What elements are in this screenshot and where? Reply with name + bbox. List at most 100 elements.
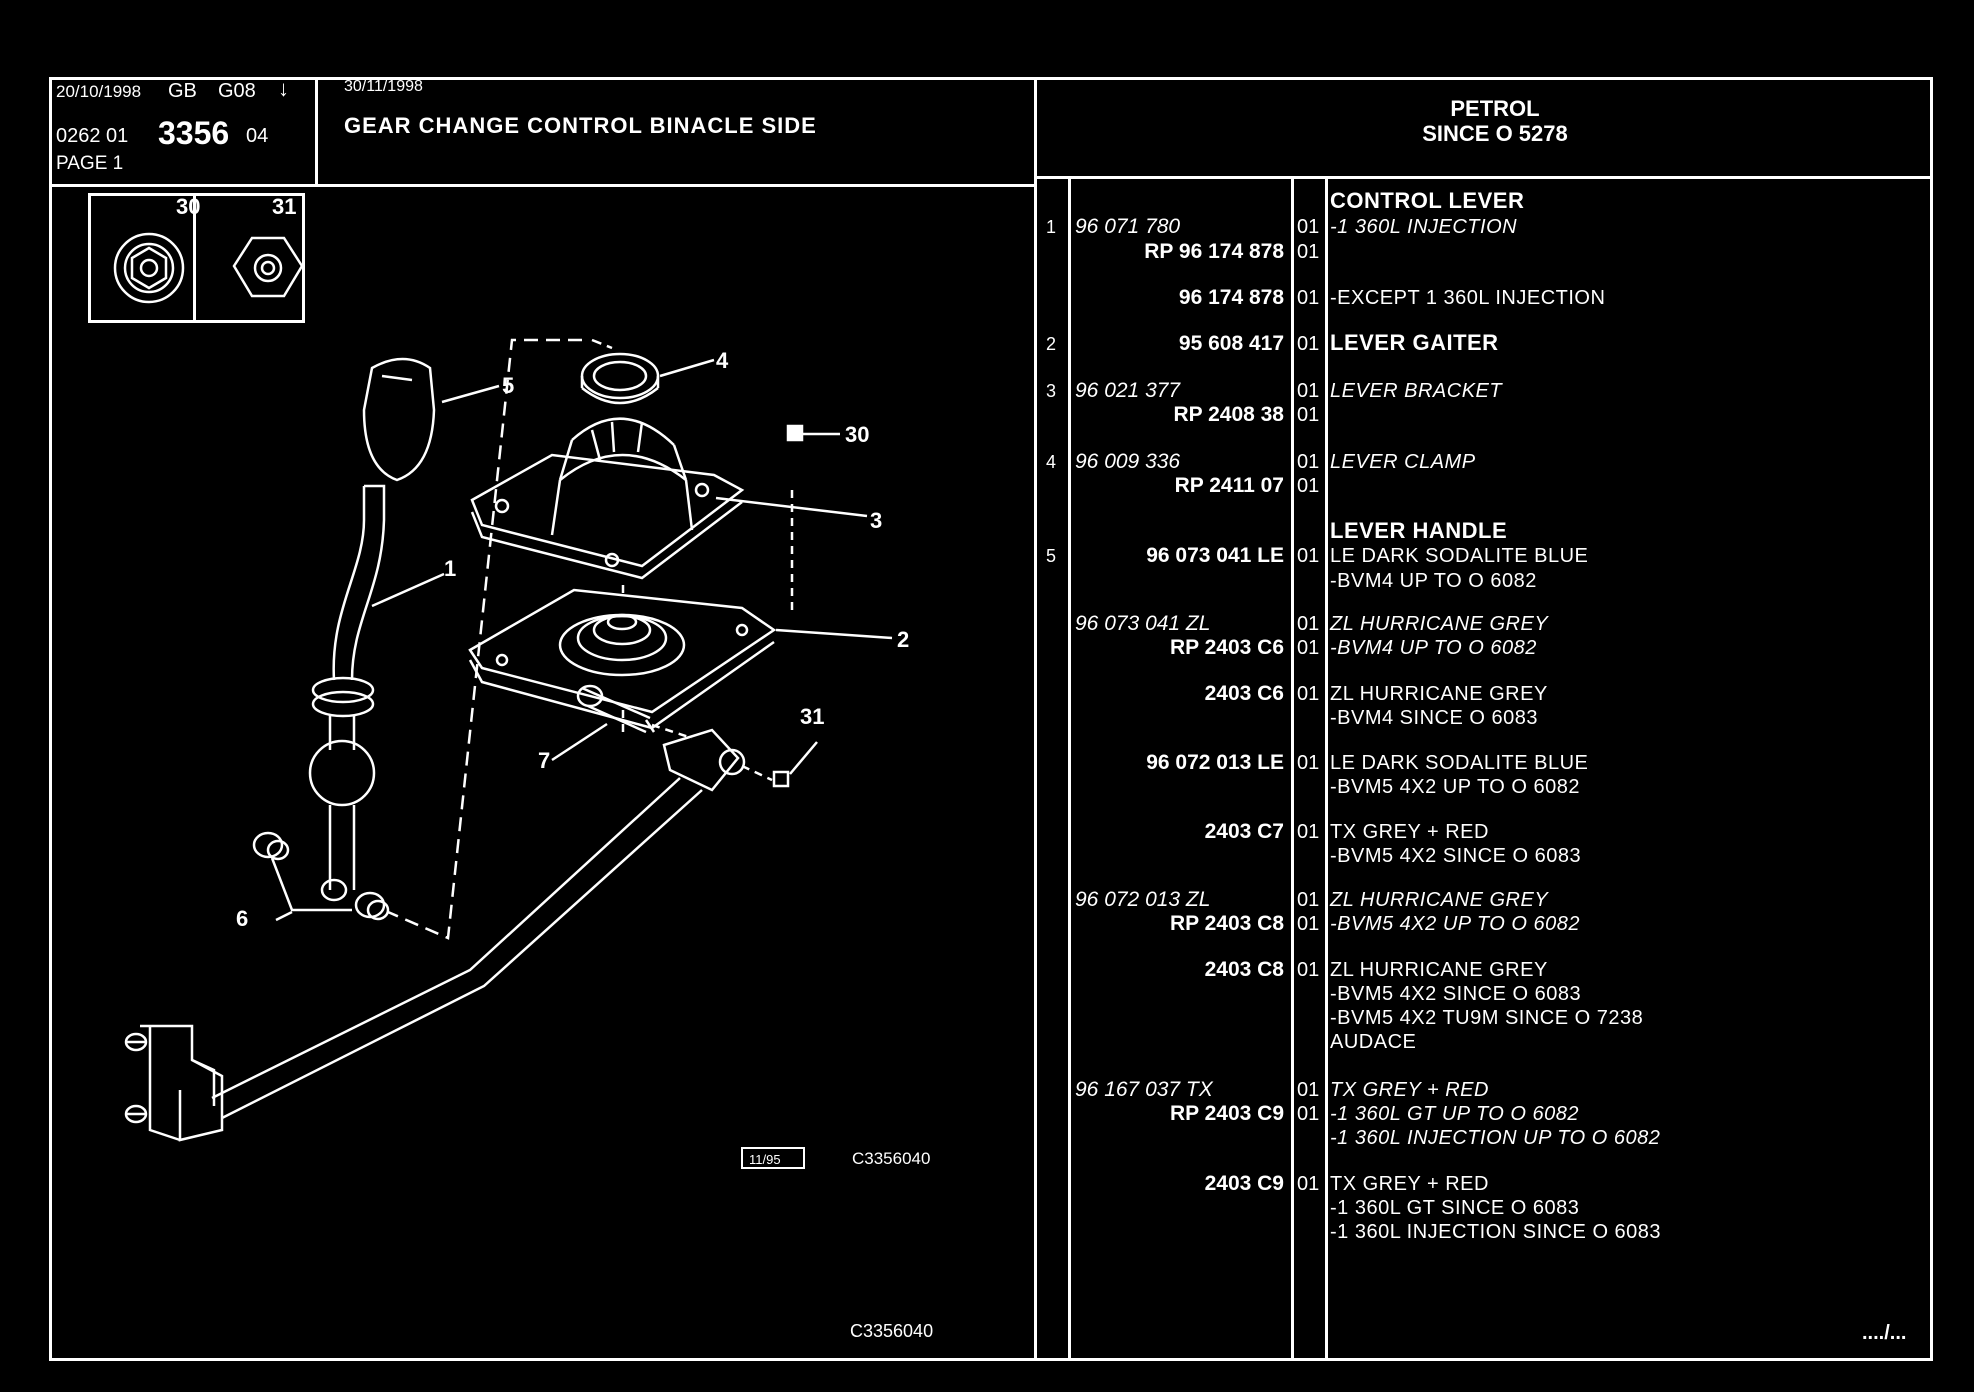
part-number: 2403 C6 [1204, 682, 1284, 705]
part-number: RP 2403 C8 [1169, 912, 1284, 935]
part-quantity: 01 [1297, 821, 1320, 843]
gaiter-2-icon [468, 588, 777, 730]
end-bracket-icon [124, 1024, 224, 1142]
part-ref-number: 3 [1046, 381, 1057, 401]
header-divider-left [315, 77, 318, 185]
part-description: -1 360L INJECTION UP TO O 6082 [1330, 1127, 1661, 1149]
part-quantity: 01 [1297, 241, 1320, 263]
part-description: ZL HURRICANE GREY [1330, 683, 1548, 705]
part-number: RP 2403 C9 [1169, 1102, 1284, 1125]
part-ref-number: 5 [1046, 546, 1057, 566]
header-date2: 30/11/1998 [344, 78, 423, 95]
main-divider [1034, 77, 1037, 1361]
part-description: -1 360L GT UP TO O 6082 [1330, 1103, 1580, 1125]
leader-7 [551, 722, 608, 762]
part-31-hexnut-icon [232, 236, 304, 298]
part-number: RP 96 174 878 [1144, 240, 1284, 263]
bracket-3-icon [470, 417, 745, 580]
small-part-box-31 [193, 193, 305, 323]
header-engine: PETROL [1450, 96, 1540, 121]
header-page: PAGE 1 [56, 153, 124, 174]
part-quantity: 01 [1297, 545, 1320, 567]
callout-2: 2 [897, 627, 909, 652]
leader-31 [789, 741, 818, 775]
part-quantity: 01 [1297, 683, 1320, 705]
callout-30: 30 [845, 422, 869, 447]
leader-1 [371, 572, 445, 608]
callout-31: 31 [800, 704, 824, 729]
ref-code: C3356040 [852, 1149, 930, 1168]
part-description: AUDACE [1330, 1031, 1417, 1053]
part-description: -1 360L INJECTION [1330, 216, 1518, 238]
part-number: 2403 C8 [1204, 958, 1284, 981]
page-frame [49, 77, 1933, 1361]
part-description: LEVER GAITER [1330, 330, 1499, 355]
part-quantity: 01 [1297, 637, 1320, 659]
header-group: G08 [218, 80, 256, 102]
part-number: 96 167 037 TX [1075, 1078, 1213, 1101]
part-description: -BVM5 4X2 TU9M SINCE O 7238 [1330, 1007, 1644, 1029]
part-number: 96 174 878 [1178, 286, 1284, 309]
header-code-main: 3356 [158, 115, 230, 151]
part-quantity: 01 [1297, 913, 1320, 935]
exploded-parts-diagram: 30 31 5 1 4 30 3 2 7 31 6 11/95 C3356040… [113, 194, 933, 1341]
part-description: -BVM5 4X2 SINCE O 6083 [1330, 983, 1582, 1005]
part-quantity: 01 [1297, 1103, 1320, 1125]
part-description: TX GREY + RED [1330, 1079, 1489, 1101]
part-quantity: 01 [1297, 1173, 1320, 1195]
callout-7: 7 [538, 748, 550, 773]
part-number: 96 072 013 LE [1146, 751, 1284, 774]
part-quantity: 01 [1297, 404, 1320, 426]
part-quantity: 01 [1297, 287, 1320, 309]
callout-30-small: 30 [176, 194, 200, 219]
part-number: 96 073 041 ZL [1075, 612, 1211, 635]
header-since: SINCE O 5278 [1422, 121, 1568, 146]
part-description: LE DARK SODALITE BLUE [1330, 545, 1589, 567]
header-bottom-right [1034, 176, 1933, 179]
part-number: RP 2411 07 [1174, 474, 1284, 497]
footer-code: C3356040 [850, 1321, 933, 1341]
callout-1: 1 [444, 556, 456, 581]
callout-4: 4 [716, 348, 729, 373]
leader-4 [659, 358, 715, 378]
leader-2 [775, 628, 893, 640]
clamp-4-icon [580, 352, 660, 405]
part-quantity: 01 [1297, 752, 1320, 774]
part-description: -BVM5 4X2 UP TO O 6082 [1330, 776, 1581, 798]
part-number: RP 2408 38 [1173, 403, 1284, 426]
part-quantity: 01 [1297, 333, 1320, 355]
part-description: -BVM5 4X2 UP TO O 6082 [1330, 913, 1580, 935]
part-description: LEVER CLAMP [1330, 451, 1476, 473]
part-number: 2403 C9 [1204, 1172, 1284, 1195]
part-description: ZL HURRICANE GREY [1330, 889, 1549, 911]
part-number: 96 071 780 [1075, 215, 1181, 238]
leader-6 [275, 910, 293, 922]
header-code-right: 04 [246, 125, 269, 147]
part-quantity: 01 [1297, 451, 1320, 473]
part-quantity: 01 [1297, 1079, 1320, 1101]
part-quantity: 01 [1297, 380, 1320, 402]
header-country: GB [168, 80, 197, 102]
lever-1-icon [308, 484, 386, 890]
callout-31-small: 31 [272, 194, 296, 219]
parts-col-divider-3 [1325, 176, 1328, 1361]
part-description: LE DARK SODALITE BLUE [1330, 752, 1589, 774]
parts-col-divider-1 [1068, 176, 1071, 1361]
rod-end-icon [662, 728, 790, 792]
ref-box-label: 11/95 [749, 1152, 781, 1167]
continued-marker: ..../... [1862, 1322, 1907, 1344]
part-quantity: 01 [1297, 959, 1320, 981]
part-description: LEVER HANDLE [1330, 518, 1508, 543]
part-quantity: 01 [1297, 889, 1320, 911]
parts-col-divider-2 [1291, 176, 1294, 1361]
callout-6: 6 [236, 906, 248, 931]
part-description: -BVM4 UP TO O 6082 [1330, 570, 1537, 592]
part-description: ZL HURRICANE GREY [1330, 959, 1548, 981]
part-quantity: 01 [1297, 216, 1320, 238]
part-description: TX GREY + RED [1330, 1173, 1489, 1195]
part-description: -1 360L INJECTION SINCE O 6083 [1330, 1221, 1662, 1243]
part-number: RP 2403 C6 [1169, 636, 1284, 659]
leader-3 [715, 496, 868, 518]
header-code-left: 0262 01 [56, 125, 129, 147]
gear-rod-icon [211, 777, 703, 1120]
